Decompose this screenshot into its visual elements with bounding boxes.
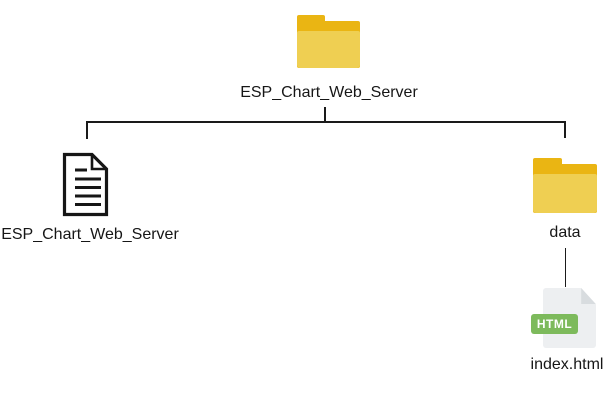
root-folder-label: ESP_Chart_Web_Server: [240, 84, 418, 101]
index-html-label: index.html: [530, 356, 604, 373]
sketch-document-label: ESP_Chart_Web_Server: [1, 226, 179, 243]
connector-left-vertical: [86, 121, 88, 139]
html-fold-corner: [581, 288, 596, 305]
data-folder-label: data: [549, 224, 581, 241]
connector-root-vertical: [324, 107, 326, 122]
connector-data-vertical: [564, 248, 566, 287]
sketch-document-icon: [62, 152, 109, 217]
html-badge: HTML: [531, 314, 578, 334]
data-folder-icon: [533, 158, 597, 213]
folder-front: [533, 174, 597, 213]
connector-horizontal: [86, 121, 566, 123]
connector-right-vertical: [564, 121, 566, 138]
index-html-file-icon: HTML: [531, 288, 596, 348]
root-folder-icon: [297, 15, 360, 68]
folder-front: [297, 31, 360, 68]
